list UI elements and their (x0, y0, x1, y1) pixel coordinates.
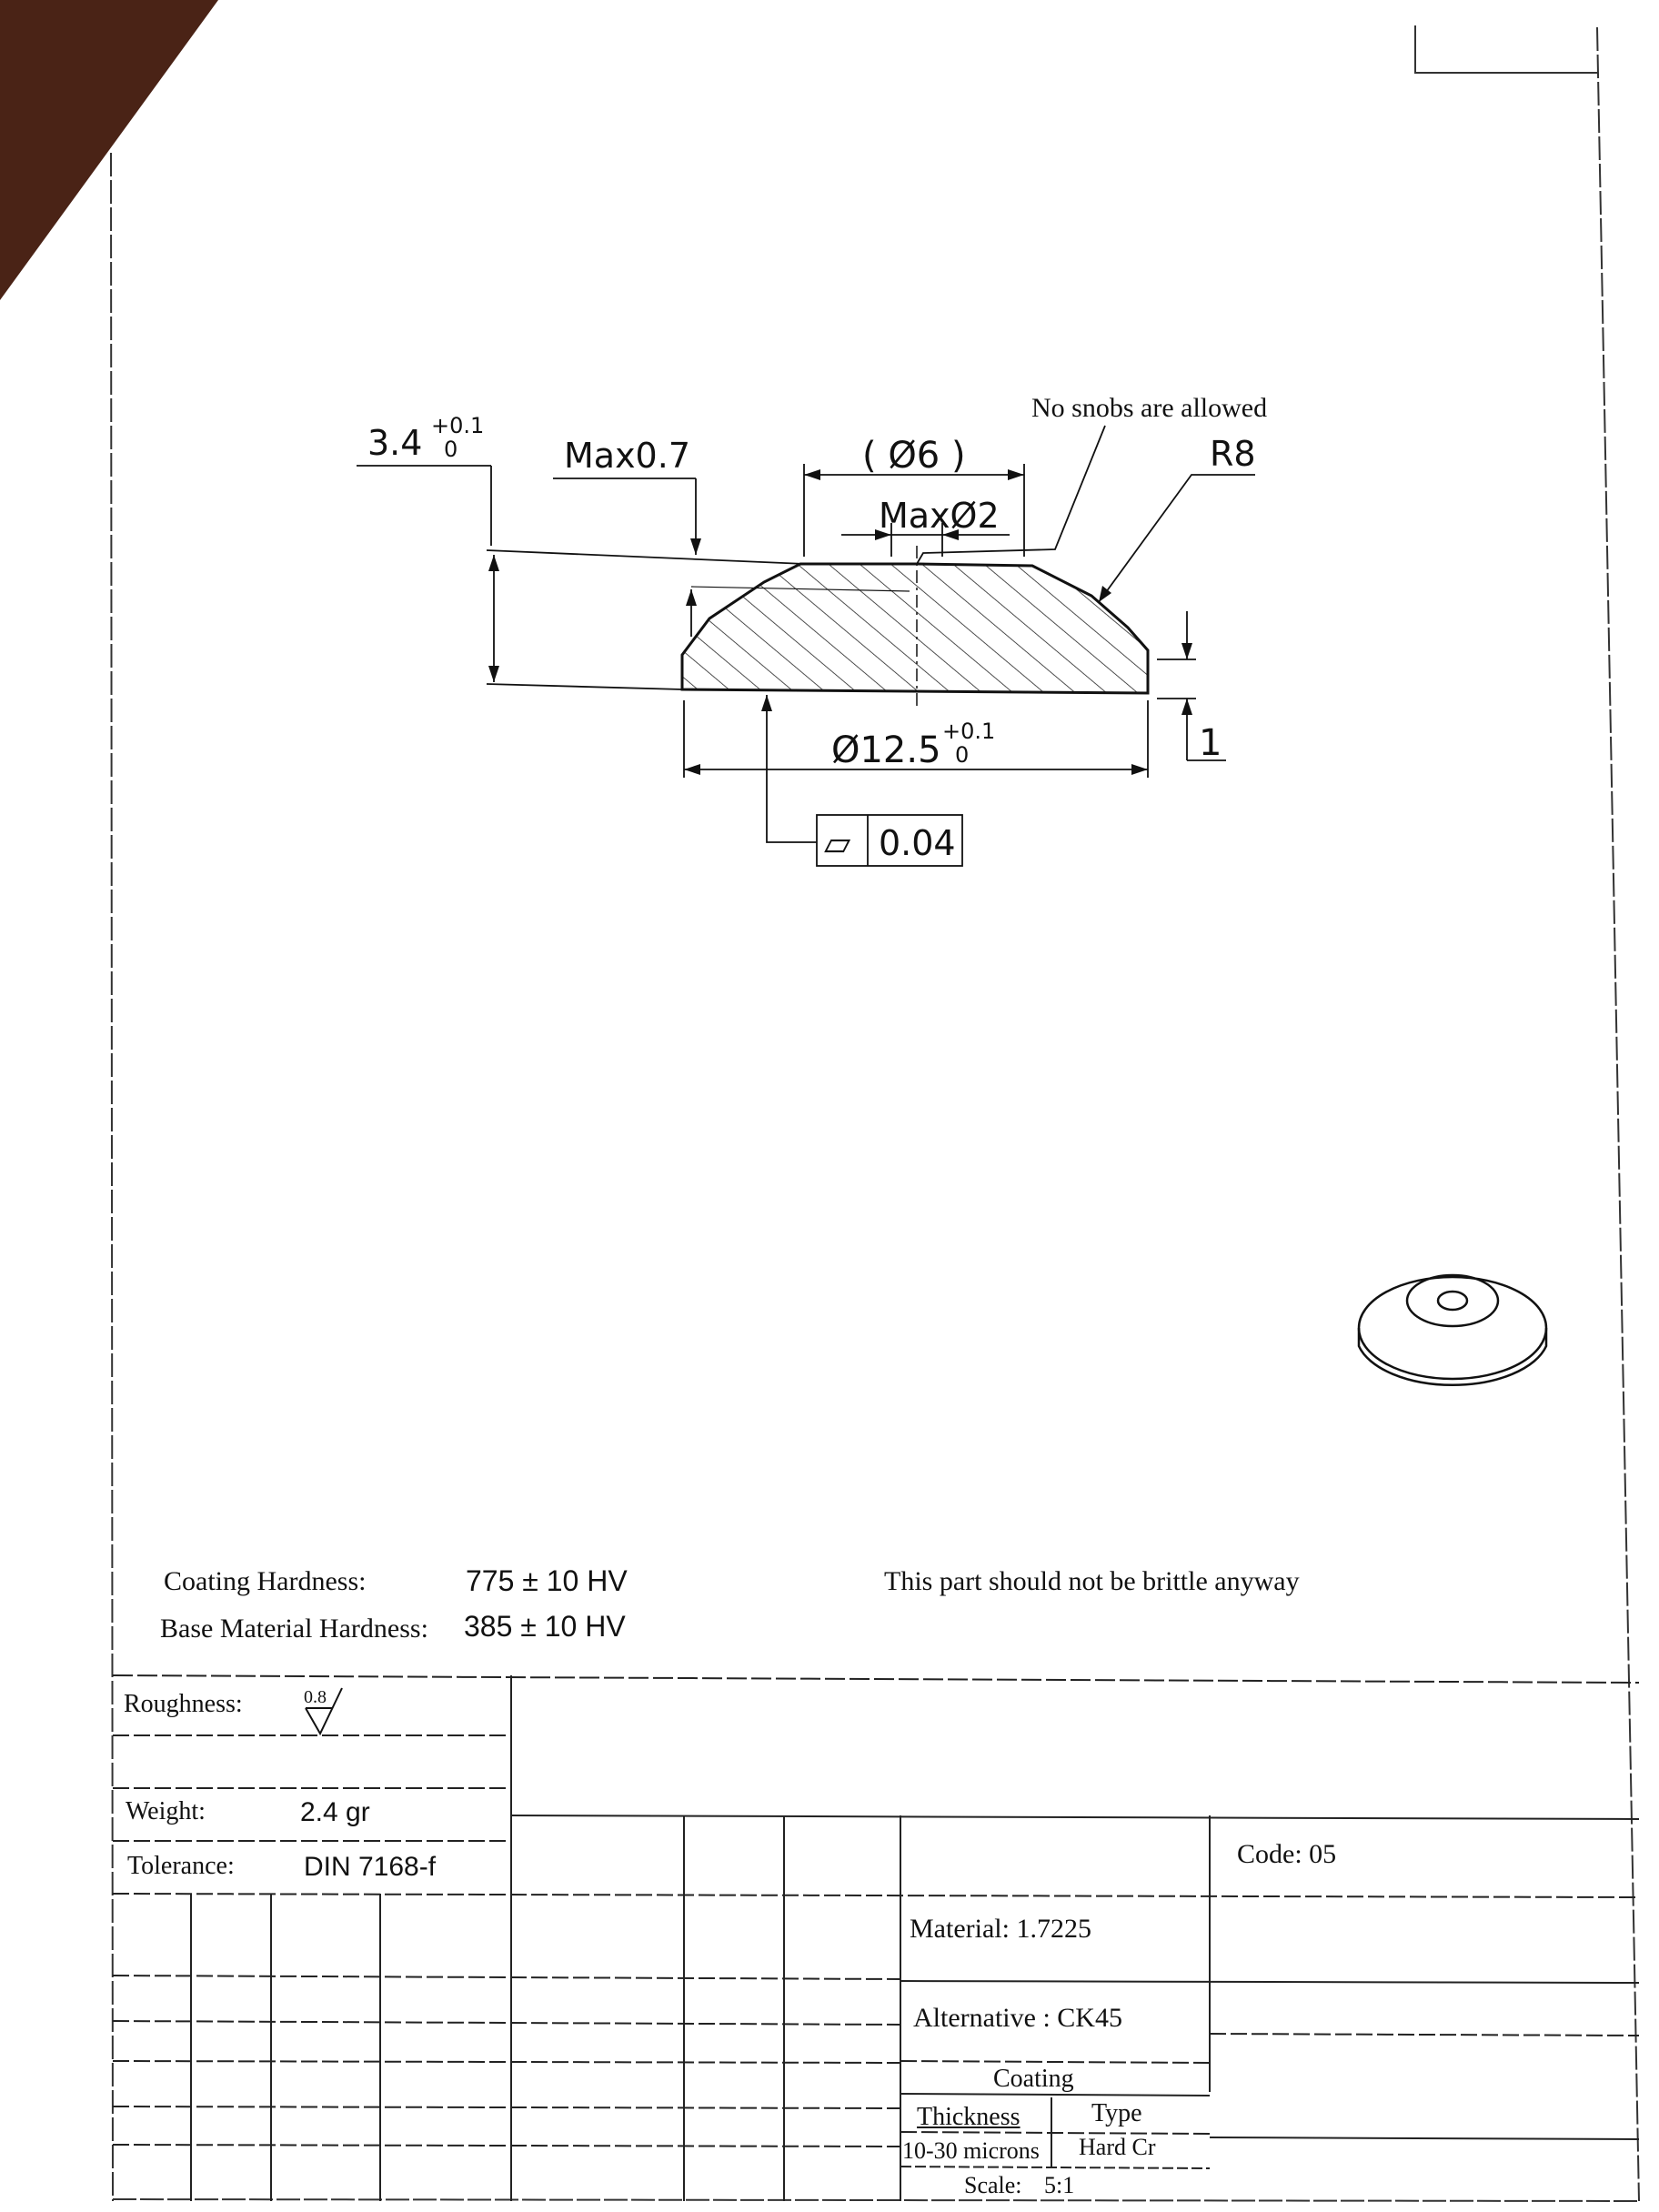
scale-value: 5:1 (1044, 2172, 1075, 2198)
sheet-border (110, 25, 1640, 2202)
title-block-grid (112, 1674, 1640, 2201)
coating-header: Coating (993, 2065, 1074, 2093)
dimension-lines (357, 425, 1255, 867)
type-label: Type (1091, 2099, 1142, 2127)
roughness-label: Roughness: (124, 1690, 243, 1718)
part-code: Code: 05 (1237, 1839, 1337, 1869)
roughness-symbol (305, 1687, 343, 1736)
isometric-part-view (1357, 1273, 1548, 1386)
height-dim-value: 3.4 (367, 423, 422, 463)
weight-value: 2.4 gr (300, 1797, 370, 1827)
roughness-value: 0.8 (304, 1687, 327, 1707)
material: Material: 1.7225 (910, 1914, 1091, 1944)
snobs-note: No snobs are allowed (1031, 393, 1267, 423)
flatness-tolerance: 0.04 (879, 823, 956, 863)
max-chamfer-dim: Max0.7 (564, 436, 690, 476)
height-dim-tol-lower: 0 (444, 437, 457, 462)
part-cross-section (680, 546, 1150, 708)
top-flat-diameter-dim: ( Ø6 ) (862, 435, 966, 477)
base-diameter-dim: Ø12.5 (831, 729, 941, 771)
thickness-value: 10-30 microns (902, 2137, 1040, 2164)
center-mark-dim: MaxØ2 (879, 496, 1000, 536)
weight-label: Weight: (126, 1797, 206, 1825)
tolerance-label: Tolerance: (127, 1852, 235, 1880)
base-diameter-tol-lower: 0 (955, 742, 969, 768)
radius-dim: R8 (1210, 434, 1256, 474)
tolerance-value: DIN 7168-f (304, 1852, 437, 1882)
flatness-symbol: ⏥ (824, 823, 851, 863)
alternative-material: Alternative : CK45 (913, 2003, 1122, 2033)
type-value: Hard Cr (1079, 2134, 1156, 2160)
coating-hardness-value: 775 ± 10 HV (466, 1564, 628, 1597)
desk-corner (0, 0, 218, 300)
base-hardness-label: Base Material Hardness: (160, 1614, 428, 1644)
height-dim-tol-upper: +0.1 (431, 413, 484, 438)
base-diameter-tol-upper: +0.1 (942, 719, 995, 744)
arrowheads (488, 469, 1192, 775)
thickness-label: Thickness (917, 2103, 1021, 2131)
base-hardness-value: 385 ± 10 HV (464, 1610, 626, 1643)
edge-height-dim: 1 (1199, 722, 1222, 764)
coating-hardness-label: Coating Hardness: (164, 1566, 367, 1596)
scale-label: Scale: (964, 2172, 1022, 2198)
brittle-note: This part should not be brittle anyway (884, 1566, 1300, 1596)
